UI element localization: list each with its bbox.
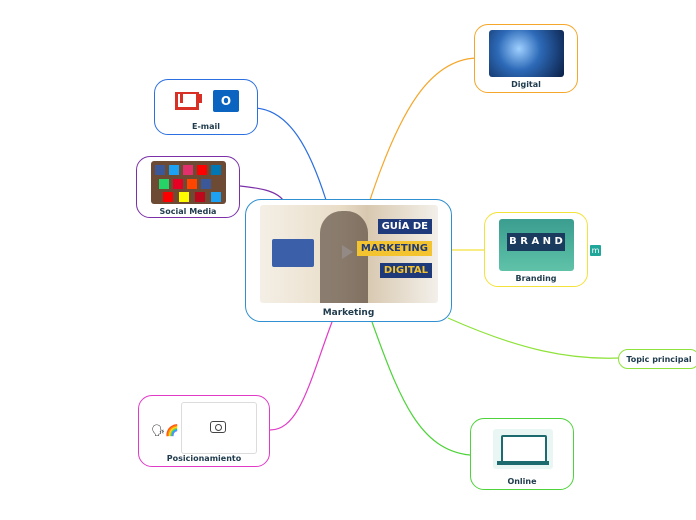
node-email[interactable]: O E-mail: [154, 79, 258, 135]
central-topic-label: Marketing: [322, 308, 375, 318]
image-placeholder: [181, 402, 257, 454]
node-branding[interactable]: B R A N D Branding: [484, 212, 588, 287]
central-topic-marketing[interactable]: GUÍA DE MARKETING DIGITAL Marketing: [245, 199, 452, 322]
outlook-icon: O: [213, 90, 239, 112]
video-title-line2: MARKETING: [356, 241, 432, 256]
presenter-figure: [320, 211, 368, 303]
social-media-label: Social Media: [159, 207, 217, 216]
posicionamiento-emoji: 🗣🌈: [151, 424, 179, 437]
node-online[interactable]: Online: [470, 418, 574, 490]
node-topic-principal[interactable]: Topic principal: [618, 349, 696, 369]
node-posicionamiento[interactable]: 🗣🌈 Posicionamiento: [138, 395, 270, 467]
node-digital[interactable]: Digital: [474, 24, 578, 93]
social-icons-image: [151, 161, 226, 204]
posicionamiento-label: Posicionamiento: [166, 454, 242, 463]
link-social: [239, 185, 284, 201]
branding-label: Branding: [515, 274, 557, 283]
online-label: Online: [507, 477, 537, 486]
mindmeister-icon[interactable]: m: [590, 245, 601, 256]
laptop-illustration: [272, 239, 314, 267]
video-title-line1: GUÍA DE: [377, 219, 432, 234]
link-online: [371, 321, 471, 456]
video-thumbnail[interactable]: GUÍA DE MARKETING DIGITAL: [260, 205, 438, 303]
gmail-icon: [175, 92, 202, 110]
node-social-media[interactable]: Social Media: [136, 156, 240, 218]
camera-icon: [210, 421, 226, 433]
link-email: [254, 107, 327, 201]
email-label: E-mail: [191, 122, 220, 131]
branding-image: B R A N D: [499, 219, 574, 271]
video-title-line3: DIGITAL: [379, 263, 432, 278]
topic-principal-label: Topic principal: [626, 355, 692, 364]
link-topic: [447, 317, 621, 359]
digital-label: Digital: [511, 80, 541, 89]
online-image: [493, 429, 553, 469]
link-digital: [369, 57, 477, 201]
digital-image: [489, 30, 564, 77]
link-posicionamiento: [269, 321, 333, 431]
